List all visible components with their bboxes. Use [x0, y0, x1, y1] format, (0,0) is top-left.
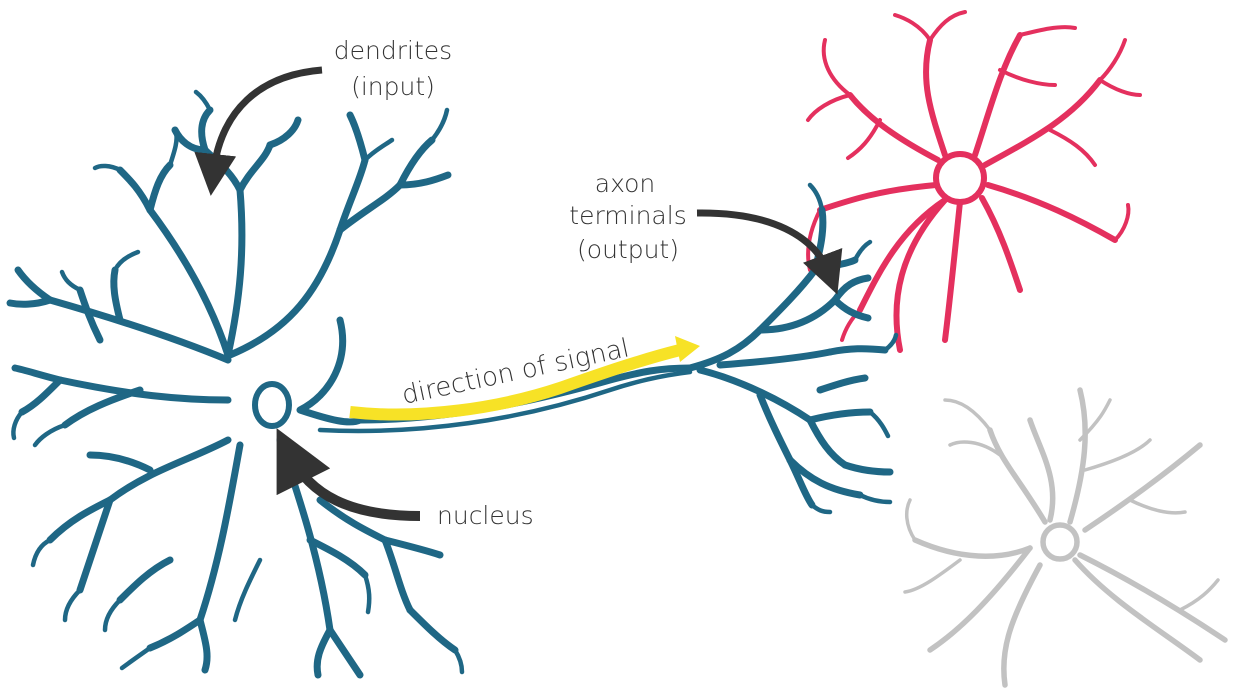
axon-label: axon: [595, 169, 656, 198]
terminals-label: terminals: [569, 201, 686, 230]
terminals-note-label: (output): [577, 235, 679, 264]
receiving-neuron-nucleus: [936, 154, 984, 202]
receiving-neuron: [808, 12, 1140, 350]
faded-neuron: [905, 390, 1225, 685]
nucleus-pointer-arrow: [290, 455, 420, 516]
dendrites-label: dendrites: [334, 36, 452, 65]
dendrites-note-label: (input): [351, 72, 435, 101]
faded-neuron-nucleus: [1043, 525, 1077, 559]
nucleus-label: nucleus: [437, 501, 534, 530]
dendrites-pointer-arrow: [213, 70, 322, 175]
nucleus: [255, 384, 289, 426]
